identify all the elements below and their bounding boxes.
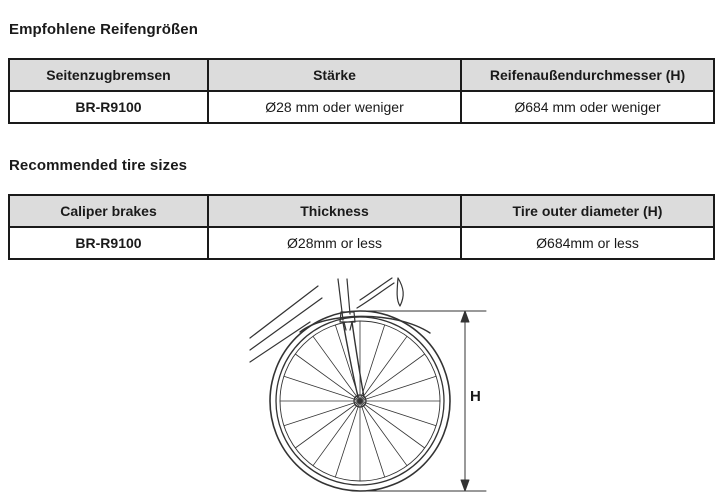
dimension-h-label: H bbox=[470, 388, 481, 405]
table-header-row: Caliper brakes Thickness Tire outer diam… bbox=[8, 194, 715, 228]
header-outer-diameter: Reifenaußendurchmesser (H) bbox=[460, 58, 715, 92]
cell-outer-diameter: Ø684mm or less bbox=[460, 226, 715, 260]
header-outer-diameter: Tire outer diameter (H) bbox=[460, 194, 715, 228]
table-row: BR-R9100 Ø28 mm oder weniger Ø684 mm ode… bbox=[8, 90, 715, 124]
dimension-h-indicator bbox=[359, 310, 487, 492]
german-section-heading: Empfohlene Reifengrößen bbox=[9, 21, 198, 38]
german-tire-size-table: Seitenzugbremsen Stärke Reifenaußendurch… bbox=[8, 58, 715, 124]
spokes bbox=[279, 320, 441, 482]
fender bbox=[299, 315, 431, 334]
header-brake-type: Seitenzugbremsen bbox=[8, 58, 209, 92]
table-row: BR-R9100 Ø28mm or less Ø684mm or less bbox=[8, 226, 715, 260]
cell-thickness: Ø28mm or less bbox=[207, 226, 462, 260]
wheel bbox=[269, 310, 451, 492]
cell-model: BR-R9100 bbox=[8, 226, 209, 260]
english-tire-size-table: Caliper brakes Thickness Tire outer diam… bbox=[8, 194, 715, 260]
cell-model: BR-R9100 bbox=[8, 90, 209, 124]
header-thickness: Thickness bbox=[207, 194, 462, 228]
english-section-heading: Recommended tire sizes bbox=[9, 157, 188, 174]
header-thickness: Stärke bbox=[207, 58, 462, 92]
front-wheel-illustration bbox=[249, 277, 487, 492]
table-header-row: Seitenzugbremsen Stärke Reifenaußendurch… bbox=[8, 58, 715, 92]
cell-outer-diameter: Ø684 mm oder weniger bbox=[460, 90, 715, 124]
cell-thickness: Ø28 mm oder weniger bbox=[207, 90, 462, 124]
header-brake-type: Caliper brakes bbox=[8, 194, 209, 228]
